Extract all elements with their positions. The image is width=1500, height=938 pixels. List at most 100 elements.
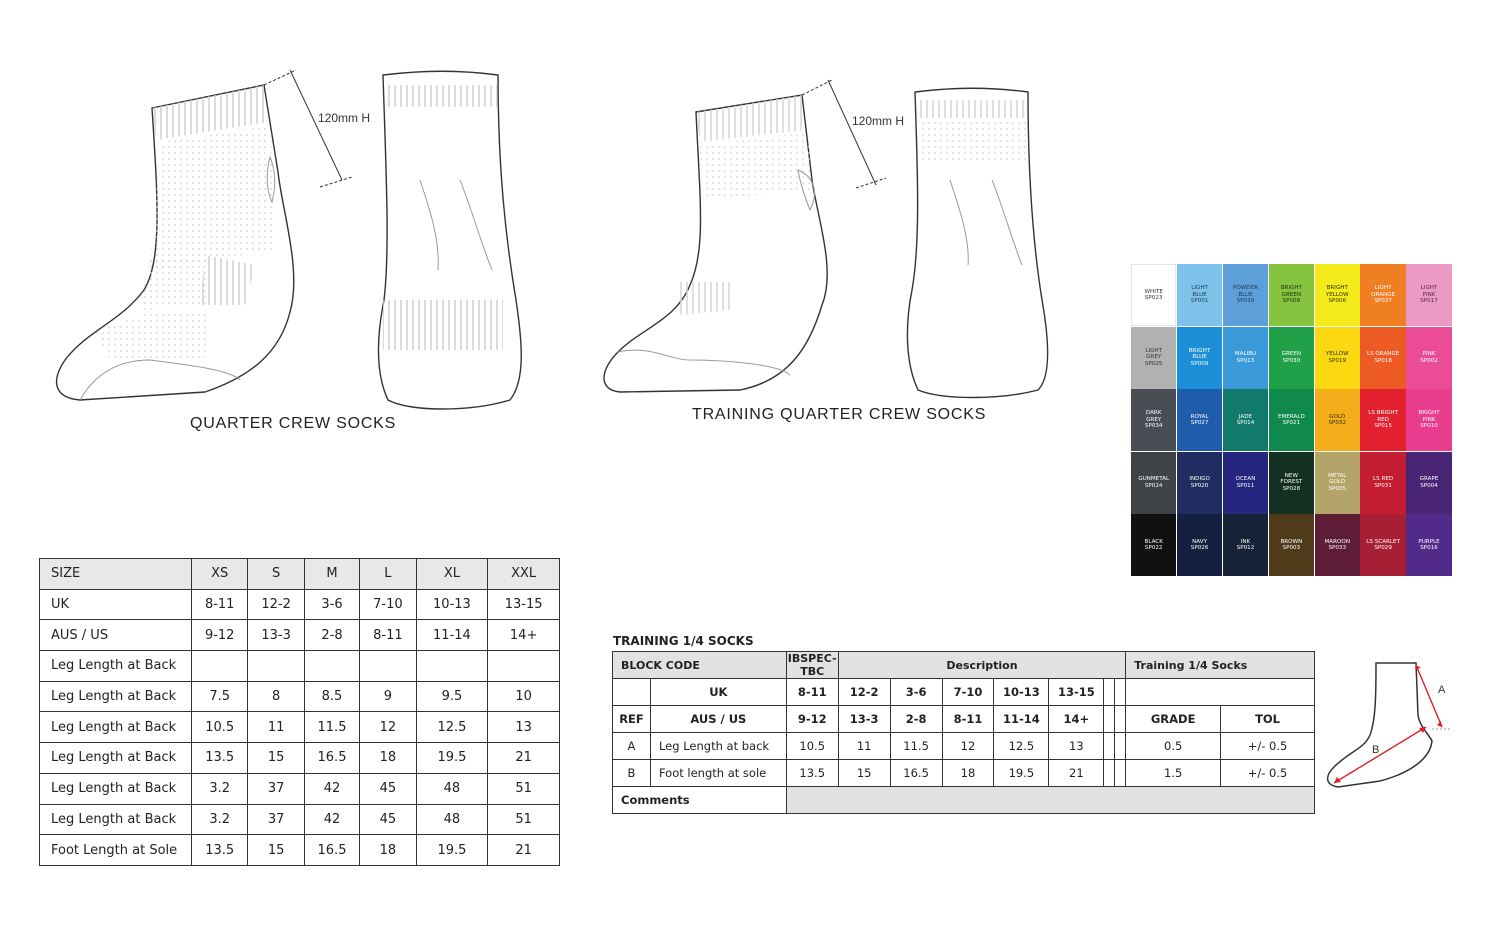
color-swatch: METAL GOLD SP005 [1314,451,1360,514]
table-cell: 10 [487,680,560,713]
table-cell [190,650,249,682]
table-cell [247,650,305,682]
table-cell: 45 [359,803,417,836]
color-swatch: GUNMETAL SP024 [1131,451,1177,514]
table-cell: 12 [359,711,417,744]
table-cell: 3-6 [889,678,943,706]
description-label: Description [837,651,1127,679]
color-swatch: BRIGHT PINK SP010 [1406,389,1452,451]
table-cell: 2-8 [889,705,943,733]
color-swatch: LIGHT GREY SP025 [1131,326,1177,389]
color-swatch: MALIBU SP013 [1222,326,1269,389]
quarter-crew-sock-illustration [55,69,522,410]
table-cell: 15 [247,834,305,866]
table-cell: 9.5 [415,680,489,713]
color-swatch: BRIGHT YELLOW SP006 [1314,264,1360,326]
row-label: UK [39,588,192,621]
color-swatch: WHITE SP023 [1131,264,1177,326]
table-cell: 13-15 [1048,678,1105,706]
table-row: B Foot length at sole 13.5 15 16.5 18 19… [612,759,1315,787]
table-cell: 13-3 [247,619,305,652]
table-cell: 9-12 [785,705,839,733]
tol-cell: +/- 0.5 [1220,759,1315,787]
height-dimension-label: 120mm H [318,111,371,125]
table-row: BLOCK CODE IBSPEC-TBC Description Traini… [612,651,1315,679]
measurement-diagram: A B [1326,662,1452,788]
table-cell: 8-11 [359,619,417,652]
table-cell: 14+ [1048,705,1105,733]
training-table-title: TRAINING 1/4 SOCKS [613,634,754,648]
table-cell: 8.5 [303,680,361,713]
measure-label: Foot length at sole [649,759,787,787]
table-cell: 10-13 [993,678,1050,706]
table-cell: 7-10 [359,588,417,621]
table-cell: 12-2 [247,588,305,621]
grade-cell: 0.5 [1125,732,1222,760]
table-cell: 51 [487,772,560,805]
table-cell: 37 [247,803,305,836]
table-row: REF AUS / US 9-12 13-3 2-8 8-11 11-14 14… [612,705,1315,733]
table-cell: 11.5 [303,711,361,744]
comments-field [785,786,1316,814]
column-header: M [303,558,361,590]
row-label: Leg Length at Back [39,711,192,744]
table-cell: 18 [359,834,417,866]
table-row: Comments [612,786,1316,814]
color-swatch: BRIGHT GREEN SP008 [1268,264,1315,326]
color-swatch: JADE SP014 [1222,389,1269,451]
uk-label: UK [649,678,787,706]
table-cell: 42 [303,803,361,836]
color-swatch: POWDER BLUE SP039 [1222,264,1269,326]
table-cell: 19.5 [415,742,489,774]
table-cell: 10-13 [415,588,489,621]
table-cell: 8-11 [785,678,839,706]
color-swatch: EMERALD SP021 [1268,389,1315,451]
measure-label: Leg Length at back [649,732,787,760]
ref-label: REF [612,705,651,733]
color-swatch: LS RED SP031 [1360,451,1406,514]
row-label: Leg Length at Back [39,803,192,836]
table-cell: 16.5 [303,742,361,774]
aus-label: AUS / US [649,705,787,733]
training-quarter-crew-caption: TRAINING QUARTER CREW SOCKS [692,406,987,423]
comments-label: Comments [612,786,787,814]
table-cell: 13 [487,711,560,744]
grade-header: GRADE [1125,705,1222,733]
table-cell: 13.5 [190,834,249,866]
color-swatch: LIGHT BLUE SP001 [1176,264,1223,326]
color-swatch: BRIGHT BLUE SP009 [1176,326,1223,389]
column-header: S [247,558,305,590]
row-label: Leg Length at Back [39,742,192,774]
table-cell: 42 [303,772,361,805]
ref-cell: B [612,759,651,787]
training-spec-table: BLOCK CODE IBSPEC-TBC Description Traini… [612,651,1316,814]
table-cell: 12.5 [993,732,1050,760]
column-header: SIZE [39,558,192,590]
table-cell: 12 [941,732,995,760]
tol-cell: +/- 0.5 [1220,732,1315,760]
table-cell: 3.2 [190,772,249,805]
table-cell: 12-2 [837,678,891,706]
color-swatch: MAROON SP033 [1314,514,1360,576]
table-cell: 8-11 [941,705,995,733]
color-swatch: YELLOW SP019 [1314,326,1360,389]
table-cell: 18 [941,759,995,787]
color-swatch: BROWN SP003 [1268,514,1315,576]
quarter-crew-caption: QUARTER CREW SOCKS [190,415,397,432]
table-cell: 16.5 [889,759,943,787]
row-label: AUS / US [39,619,192,652]
color-swatch: PINK SP002 [1406,326,1452,389]
table-cell: 13.5 [190,742,249,774]
product-name: Training 1/4 Socks [1125,651,1315,679]
row-label: Foot Length at Sole [39,834,192,866]
table-cell: 21 [1048,759,1105,787]
tol-header: TOL [1220,705,1315,733]
row-label: Leg Length at Back [39,772,192,805]
